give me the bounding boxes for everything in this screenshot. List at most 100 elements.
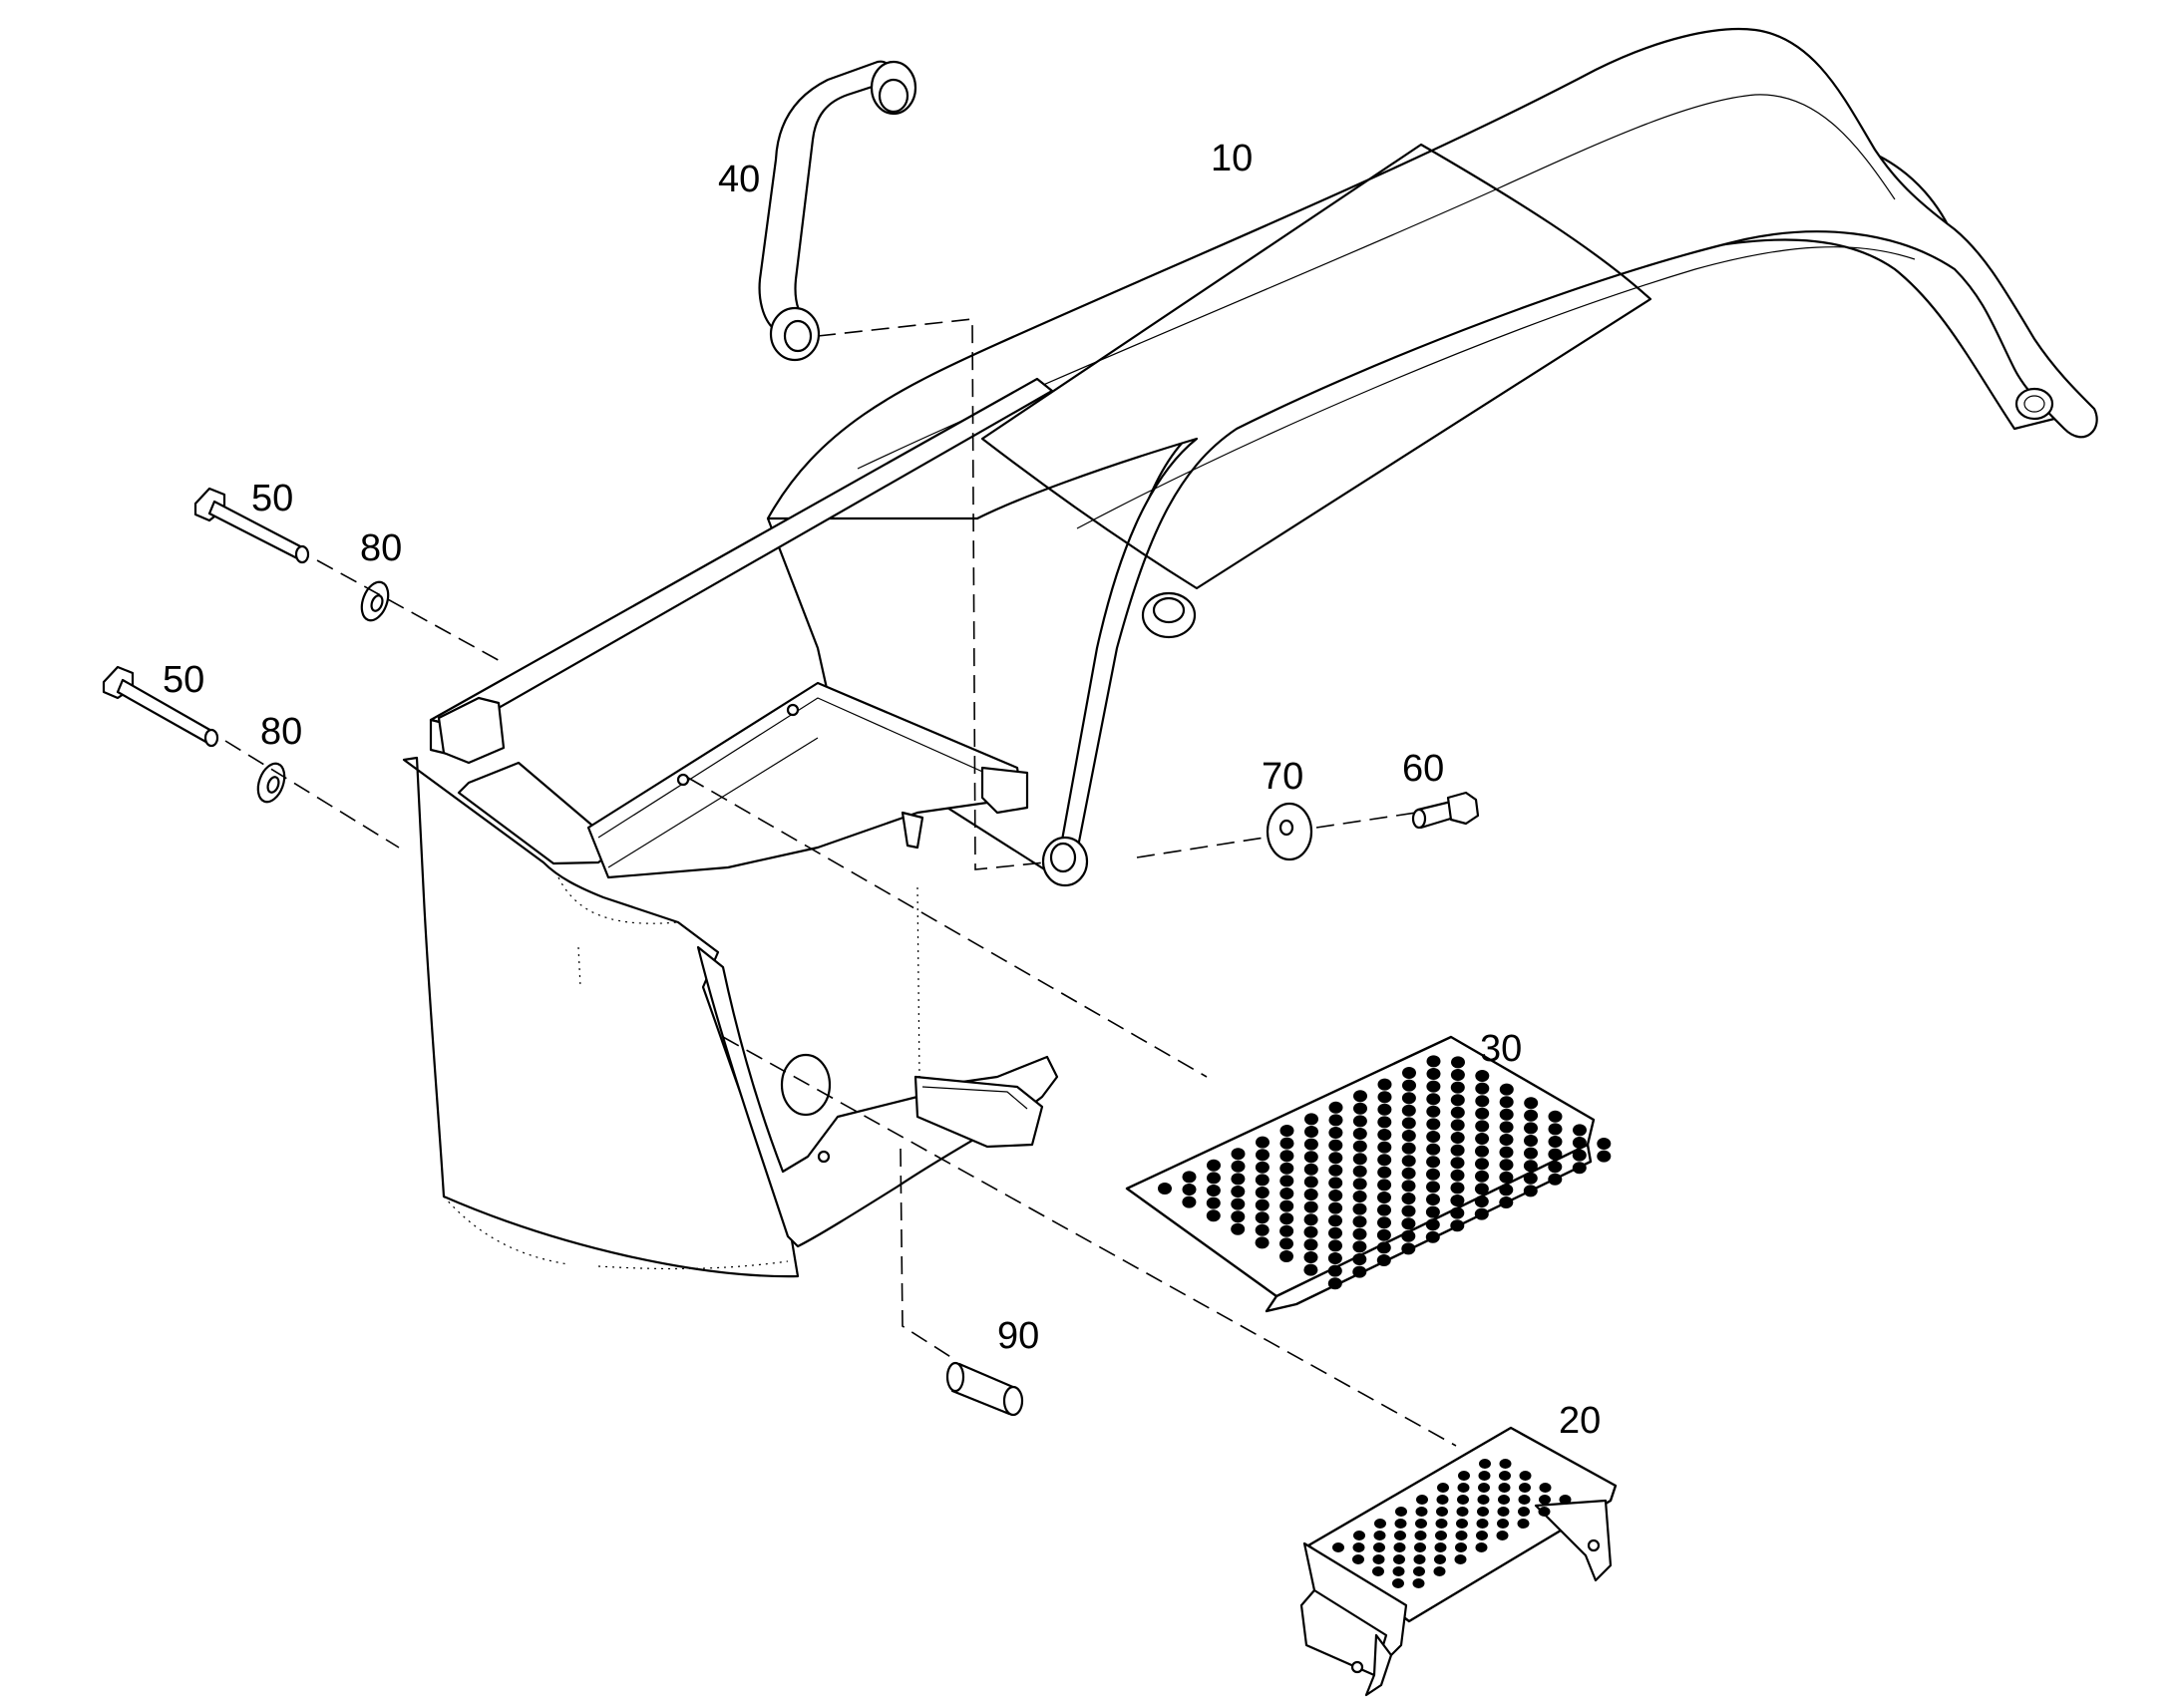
plate-hole xyxy=(1401,1242,1416,1255)
step-hole xyxy=(1332,1542,1344,1552)
plate-hole xyxy=(1426,1118,1441,1131)
plate-hole xyxy=(1279,1224,1294,1237)
plate-hole xyxy=(1523,1172,1538,1185)
plate-hole xyxy=(1572,1137,1587,1149)
plate-hole xyxy=(1304,1113,1318,1126)
step-plate-part-30 xyxy=(1125,1035,1612,1313)
spacer-part-90 xyxy=(945,1361,1024,1417)
plate-hole xyxy=(1548,1161,1563,1174)
bolt-part-50-lower xyxy=(102,665,219,748)
step-hole xyxy=(1435,1531,1447,1540)
plate-hole xyxy=(1231,1160,1246,1173)
step-hole xyxy=(1497,1519,1509,1529)
plate-hole xyxy=(1304,1126,1318,1138)
plate-hole xyxy=(1474,1196,1489,1207)
plate-hole xyxy=(1573,1124,1587,1137)
plate-hole xyxy=(1499,1134,1514,1146)
step-hole xyxy=(1394,1519,1407,1529)
step-hole xyxy=(1455,1542,1467,1552)
plate-hole xyxy=(1450,1169,1465,1182)
plate-hole xyxy=(1255,1187,1270,1198)
step-hole xyxy=(1456,1507,1469,1517)
step-hole xyxy=(1498,1483,1511,1493)
plate-hole xyxy=(1206,1209,1221,1222)
plate-hole xyxy=(1377,1129,1392,1141)
plate-hole xyxy=(1548,1110,1563,1123)
plate-hole xyxy=(1207,1159,1221,1172)
plate-hole xyxy=(1377,1216,1391,1229)
washer-part-70 xyxy=(1266,802,1313,861)
callout-80-upper: 80 xyxy=(360,527,402,569)
washer-part-80-lower xyxy=(256,762,286,804)
plate-hole xyxy=(1401,1204,1416,1217)
plate-hole xyxy=(1303,1225,1318,1238)
plate-hole xyxy=(1499,1171,1514,1184)
plate-hole xyxy=(1572,1149,1587,1162)
plate-hole xyxy=(1377,1154,1392,1167)
step-hole xyxy=(1395,1507,1407,1517)
plate-hole xyxy=(1450,1094,1465,1107)
step-hole xyxy=(1477,1507,1489,1517)
plate-hole xyxy=(1548,1148,1563,1161)
plate-hole xyxy=(1376,1241,1391,1254)
step-hole xyxy=(1434,1542,1447,1552)
callout-80-lower: 80 xyxy=(260,711,302,753)
step-hole xyxy=(1373,1531,1386,1540)
step-hole xyxy=(1476,1519,1489,1529)
plate-hole xyxy=(1597,1138,1612,1150)
plate-hole xyxy=(1255,1236,1270,1249)
plate-hole xyxy=(1279,1137,1294,1150)
plate-hole xyxy=(1401,1229,1416,1242)
plate-hole xyxy=(1426,1105,1441,1118)
step-hole xyxy=(1353,1531,1365,1540)
plate-hole xyxy=(1377,1103,1392,1116)
plate-hole xyxy=(1303,1238,1318,1251)
plate-hole xyxy=(1377,1141,1392,1154)
plate-holes-30 xyxy=(1158,1055,1612,1290)
plate-hole xyxy=(1279,1212,1294,1225)
plate-hole xyxy=(1303,1200,1318,1213)
plate-hole xyxy=(1548,1136,1563,1148)
plate-hole xyxy=(1376,1228,1391,1241)
handle-part-40 xyxy=(758,60,917,362)
callout-20: 20 xyxy=(1559,1400,1601,1442)
step-hole xyxy=(1374,1519,1386,1529)
plate-hole xyxy=(1524,1097,1539,1110)
plate-hole xyxy=(1401,1167,1416,1180)
plate-hole xyxy=(1402,1079,1416,1092)
plate-hole xyxy=(1206,1185,1221,1196)
plate-hole xyxy=(1352,1178,1367,1191)
plate-hole xyxy=(1548,1173,1563,1186)
plate-hole xyxy=(1231,1197,1246,1210)
fender-assembly-part-10 xyxy=(402,27,2098,1278)
step-hole xyxy=(1478,1471,1491,1481)
step-hole xyxy=(1415,1519,1427,1529)
plate-hole xyxy=(1401,1142,1416,1155)
plate-hole xyxy=(1158,1183,1172,1195)
plate-hole xyxy=(1328,1201,1343,1214)
plate-hole xyxy=(1426,1055,1441,1068)
plate-hole xyxy=(1426,1143,1441,1156)
step-hole xyxy=(1457,1483,1470,1493)
plate-hole xyxy=(1352,1215,1367,1228)
plate-hole xyxy=(1256,1149,1270,1162)
washer-part-80-upper xyxy=(360,580,390,622)
step-hole xyxy=(1539,1495,1551,1505)
step-hole xyxy=(1372,1554,1385,1564)
plate-hole xyxy=(1499,1083,1514,1096)
plate-hole xyxy=(1401,1092,1416,1105)
plate-hole xyxy=(1279,1250,1293,1262)
step-hole xyxy=(1538,1507,1551,1517)
step-hole xyxy=(1475,1542,1488,1552)
plate-hole xyxy=(1475,1107,1490,1120)
plate-hole xyxy=(1499,1121,1514,1134)
plate-hole xyxy=(1474,1183,1489,1196)
plate-hole xyxy=(1499,1108,1514,1121)
plate-hole xyxy=(1450,1182,1465,1195)
plate-hole xyxy=(1328,1114,1343,1127)
plate-hole xyxy=(1499,1196,1514,1208)
step-hole xyxy=(1416,1495,1428,1505)
plate-hole xyxy=(1474,1207,1489,1220)
plate-hole xyxy=(1499,1096,1514,1109)
plate-hole xyxy=(1328,1239,1342,1252)
